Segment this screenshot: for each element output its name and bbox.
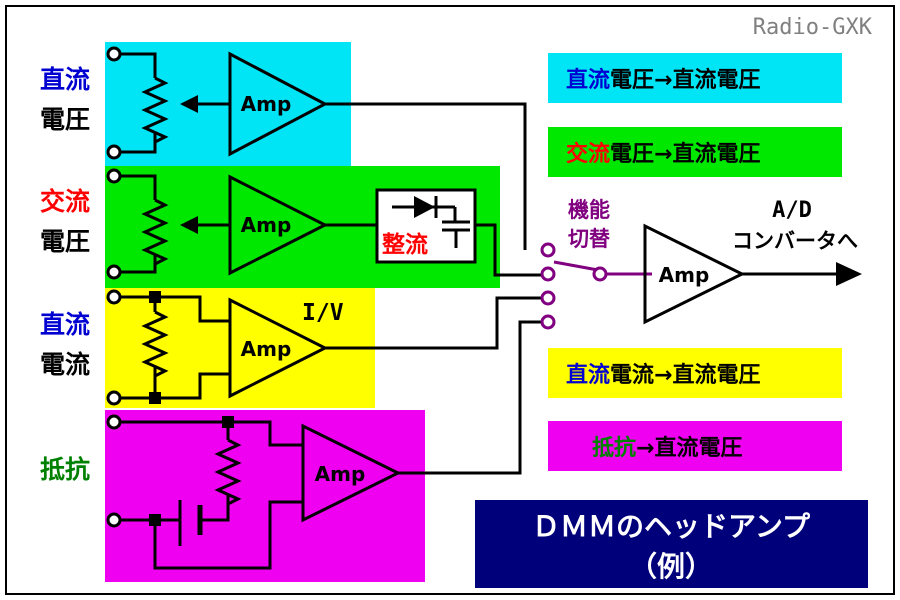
dci-shunt-resistor [141, 310, 169, 378]
res-amp [301, 423, 402, 523]
dcv-label-top: 直流 [40, 65, 90, 94]
switch-common [592, 266, 608, 282]
acv-label-bottom: 電圧 [40, 227, 90, 256]
output-arrow-icon [836, 262, 862, 286]
output-circuit [643, 223, 840, 325]
res-node-bottom [149, 514, 161, 526]
legend-dcv-type: 直流 [566, 67, 610, 93]
res-label: 抵抗 [40, 455, 90, 484]
dcv-circuit [114, 51, 527, 250]
legend-dci: 直流電流→直流電圧 [566, 362, 760, 388]
acv-terminal-top [106, 168, 122, 184]
acv-potentiometer [141, 198, 169, 266]
iv-label: I/V [302, 300, 344, 326]
switch-contact-dcv [540, 242, 556, 258]
dcv-label-bottom: 電圧 [40, 105, 90, 134]
output-amp [643, 223, 746, 325]
dci-amp-label: Amp [241, 337, 292, 361]
title-box [475, 500, 868, 588]
res-node-top [222, 416, 234, 428]
title-line1: ＤＭＭのヘッドアンプ [532, 510, 811, 543]
dcv-terminal-top [106, 46, 122, 62]
output-amp-label: Amp [659, 263, 710, 287]
switch-contact-res [540, 314, 556, 330]
res-terminal-top [106, 414, 122, 430]
dcv-terminal-bottom [106, 144, 122, 160]
dci-amp [228, 297, 329, 399]
legend-res-type: 抵抗 [592, 435, 636, 461]
res-terminal-bottom [106, 512, 122, 528]
res-amp-label: Amp [315, 462, 366, 486]
legend-dcv: 直流電圧→直流電圧 [566, 67, 760, 93]
res-reference-resistor [214, 438, 242, 506]
adc-label-bottom: コンバータへ [732, 229, 858, 253]
rectifier-block: 整流 [375, 188, 477, 264]
dcv-wiper-arrow [180, 95, 198, 113]
acv-label-top: 交流 [40, 187, 90, 216]
switch-label-bottom: 切替 [568, 227, 610, 251]
function-switch [540, 242, 652, 330]
dci-label-bottom: 電流 [40, 350, 90, 379]
legend-res: 抵抗→直流電圧 [592, 435, 742, 461]
title-line2: （例） [629, 550, 713, 583]
legend-acv-type: 交流 [566, 141, 610, 167]
legend-dci-type: 直流 [566, 362, 610, 388]
adc-label-top: A/D [772, 198, 812, 223]
dci-terminal-bottom [106, 390, 122, 406]
legend-dci-box [548, 348, 842, 398]
dcv-potentiometer [141, 76, 169, 144]
switch-contact-acv [540, 266, 556, 282]
acv-circuit [114, 174, 542, 277]
dci-label-top: 直流 [40, 310, 90, 339]
legend-res-rest: →直流電圧 [636, 435, 742, 461]
watermark: Radio-GXK [753, 15, 873, 40]
dcv-amp [228, 51, 329, 157]
dci-node-top [149, 291, 161, 303]
acv-amp-label: Amp [241, 213, 292, 237]
legend-acv-rest: 電圧→直流電圧 [610, 141, 760, 167]
legend-dcv-rest: 電圧→直流電圧 [610, 67, 760, 93]
rectifier-label: 整流 [382, 231, 428, 258]
dci-node-bottom [149, 392, 161, 404]
legend-dcv-box [548, 53, 842, 103]
acv-terminal-bottom [106, 264, 122, 280]
legend-res-box [548, 421, 842, 471]
switch-label-top: 機能 [568, 198, 610, 222]
legend-acv-box [548, 127, 842, 177]
diode-icon [414, 196, 435, 218]
dcv-amp-label: Amp [241, 92, 292, 116]
switch-contact-dci [540, 290, 556, 306]
dci-terminal-top [106, 289, 122, 305]
legend-acv: 交流電圧→直流電圧 [566, 141, 760, 167]
acv-amp [228, 174, 329, 276]
res-circuit [114, 320, 542, 570]
legend-dci-rest: 電流→直流電圧 [610, 362, 760, 388]
acv-wiper-arrow [180, 216, 198, 234]
res-section-bg [105, 410, 425, 582]
